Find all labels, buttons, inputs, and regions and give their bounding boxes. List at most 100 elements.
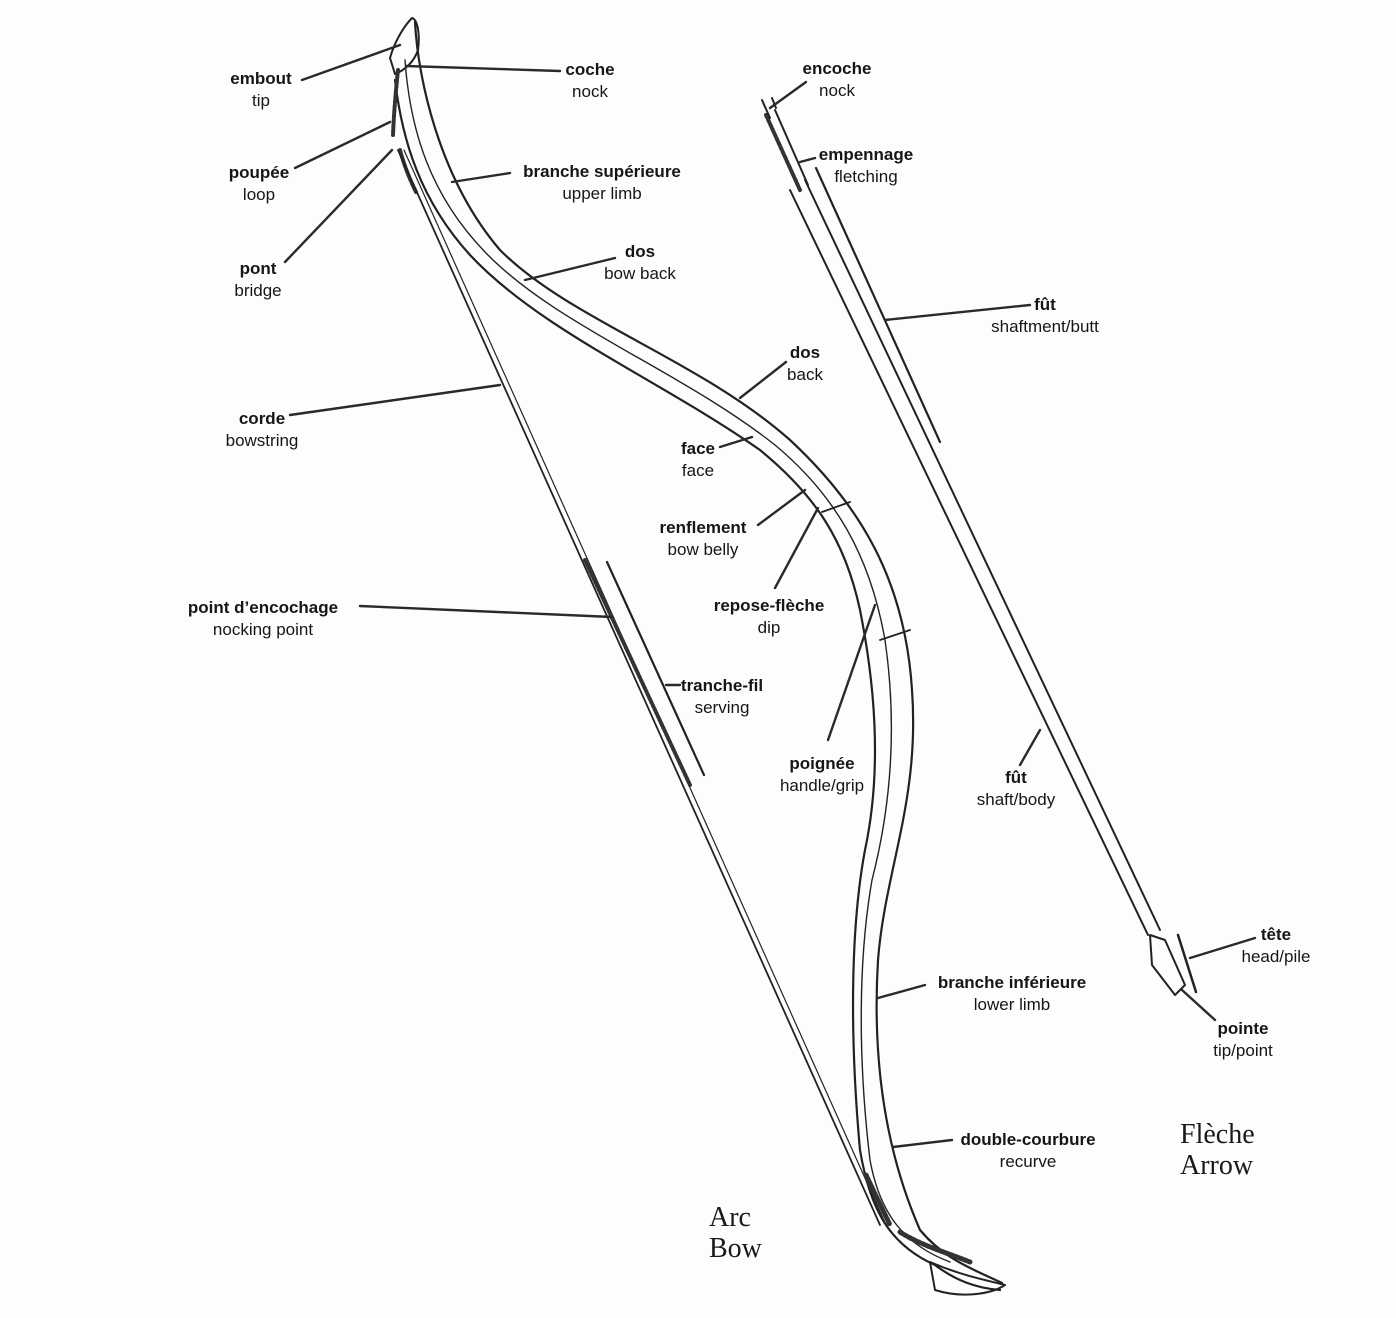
leader-lines bbox=[283, 43, 1257, 1149]
label-renflement-fr: renflement bbox=[659, 518, 747, 537]
arrow-fletching bbox=[764, 113, 802, 192]
label-fut-shaft: fût shaft/body bbox=[977, 767, 1055, 811]
label-dos1-fr: dos bbox=[624, 242, 656, 261]
label-branche-inferieure: branche inférieure lower limb bbox=[938, 972, 1086, 1016]
label-empennage-fr: empennage bbox=[818, 145, 914, 164]
leader-face bbox=[718, 435, 754, 449]
bow-upper-tip bbox=[389, 17, 420, 75]
label-tranche-fr: tranche-fil bbox=[680, 676, 764, 695]
label-repose-en: dip bbox=[757, 618, 781, 637]
label-branche-sup-en: upper limb bbox=[562, 184, 642, 203]
label-poupee: poupée loop bbox=[229, 162, 289, 206]
label-corde-fr: corde bbox=[238, 409, 286, 428]
label-tete-en: head/pile bbox=[1241, 947, 1311, 966]
label-fut1-en: shaftment/butt bbox=[991, 317, 1099, 336]
label-face-en: face bbox=[681, 461, 715, 480]
label-branche-inf-en: lower limb bbox=[973, 995, 1051, 1014]
label-fut1-fr: fût bbox=[1034, 295, 1056, 314]
arrow-drawing bbox=[761, 97, 1198, 996]
label-pointe-en: tip/point bbox=[1213, 1041, 1273, 1060]
arrow-shaft-right bbox=[804, 179, 1161, 931]
leader-tete bbox=[1188, 936, 1257, 960]
label-tete-fr: tête bbox=[1260, 925, 1292, 944]
string-lower-serving bbox=[863, 1172, 893, 1228]
leader-embout bbox=[300, 43, 402, 82]
title-fleche-arrow: Flèche Arrow bbox=[1180, 1119, 1255, 1181]
bow-upper-serving bbox=[391, 68, 400, 137]
label-poupee-fr: poupée bbox=[228, 163, 290, 182]
title-fleche-fr: Flèche bbox=[1180, 1119, 1255, 1150]
label-poignee-en: handle/grip bbox=[779, 776, 865, 795]
shaftment-bracket bbox=[814, 166, 942, 444]
leader-repose bbox=[773, 506, 820, 590]
label-pont-fr: pont bbox=[239, 259, 277, 278]
leader-point-encochage bbox=[358, 604, 614, 619]
arrow-fletching-2 bbox=[774, 109, 809, 186]
leader-fut1 bbox=[883, 303, 1032, 322]
label-branche-inf-fr: branche inférieure bbox=[937, 973, 1087, 992]
label-dos2-fr: dos bbox=[789, 343, 821, 362]
leader-pont bbox=[283, 148, 394, 264]
label-corde-en: bowstring bbox=[225, 431, 299, 450]
label-pointe-fr: pointe bbox=[1217, 1019, 1269, 1038]
leader-encoche bbox=[768, 80, 808, 110]
label-dos2-en: back bbox=[787, 365, 823, 384]
bow-lower-tip bbox=[929, 1261, 1006, 1296]
leader-fut2 bbox=[1018, 728, 1042, 767]
label-dos-bow-back: dos bow back bbox=[604, 241, 676, 285]
label-renflement-en: bow belly bbox=[667, 540, 739, 559]
arrow-nock bbox=[761, 97, 777, 119]
label-fut2-en: shaft/body bbox=[976, 790, 1056, 809]
label-fut-shaftment: fût shaftment/butt bbox=[991, 294, 1099, 338]
label-encoche: encoche nock bbox=[803, 58, 872, 102]
label-dos1-en: bow back bbox=[604, 264, 676, 283]
label-coche: coche nock bbox=[565, 59, 614, 103]
leader-dos1 bbox=[523, 256, 617, 282]
label-branche-sup-fr: branche supérieure bbox=[523, 162, 681, 181]
leader-coche bbox=[404, 64, 562, 73]
string-serving bbox=[583, 558, 692, 787]
leader-poupee bbox=[293, 120, 392, 170]
label-point-encochage-fr: point d’encochage bbox=[187, 598, 339, 617]
label-face: face face bbox=[681, 438, 715, 482]
serving-bracket bbox=[605, 560, 706, 777]
leader-dos2 bbox=[738, 360, 788, 400]
leader-corde bbox=[288, 383, 502, 417]
label-repose-fr: repose-flèche bbox=[713, 596, 825, 615]
label-double-fr: double-courbure bbox=[960, 1130, 1096, 1149]
label-repose-fleche: repose-flèche dip bbox=[714, 595, 825, 639]
leader-poignee bbox=[826, 603, 877, 742]
label-tranche-en: serving bbox=[694, 698, 750, 717]
bow-lower-serving bbox=[897, 1229, 973, 1265]
label-empennage: empennage fletching bbox=[819, 144, 913, 188]
head-bracket bbox=[1176, 933, 1198, 994]
label-branche-superieure: branche supérieure upper limb bbox=[523, 161, 681, 205]
title-arc-en: Bow bbox=[709, 1233, 762, 1264]
arrow-head bbox=[1149, 934, 1186, 996]
label-double-en: recurve bbox=[999, 1152, 1057, 1171]
arrow-shaft-left bbox=[789, 189, 1149, 936]
title-fleche-en: Arrow bbox=[1180, 1150, 1254, 1181]
label-point-encochage: point d’encochage nocking point bbox=[188, 597, 338, 641]
leader-branche-inf bbox=[876, 983, 927, 1000]
label-embout-en: tip bbox=[252, 91, 270, 110]
label-tranche-fil: tranche-fil serving bbox=[681, 675, 763, 719]
label-tete: tête head/pile bbox=[1241, 924, 1310, 968]
label-coche-en: nock bbox=[572, 82, 608, 101]
label-poignee-fr: poignée bbox=[789, 754, 855, 773]
label-double-courbure: double-courbure recurve bbox=[960, 1129, 1095, 1173]
bowstring-line bbox=[397, 149, 881, 1226]
label-poupee-en: loop bbox=[242, 185, 276, 204]
label-dos-back: dos back bbox=[787, 342, 823, 386]
label-pointe: pointe tip/point bbox=[1213, 1018, 1273, 1062]
label-embout: embout tip bbox=[230, 68, 291, 112]
title-arc-bow: Arc Bow bbox=[709, 1202, 762, 1264]
label-embout-fr: embout bbox=[230, 69, 292, 88]
grip-upper-mark bbox=[821, 501, 851, 513]
bow-belly-line bbox=[393, 78, 1002, 1292]
leader-empennage bbox=[798, 156, 817, 164]
title-arc-fr: Arc bbox=[709, 1202, 751, 1233]
label-coche-fr: coche bbox=[565, 60, 615, 79]
